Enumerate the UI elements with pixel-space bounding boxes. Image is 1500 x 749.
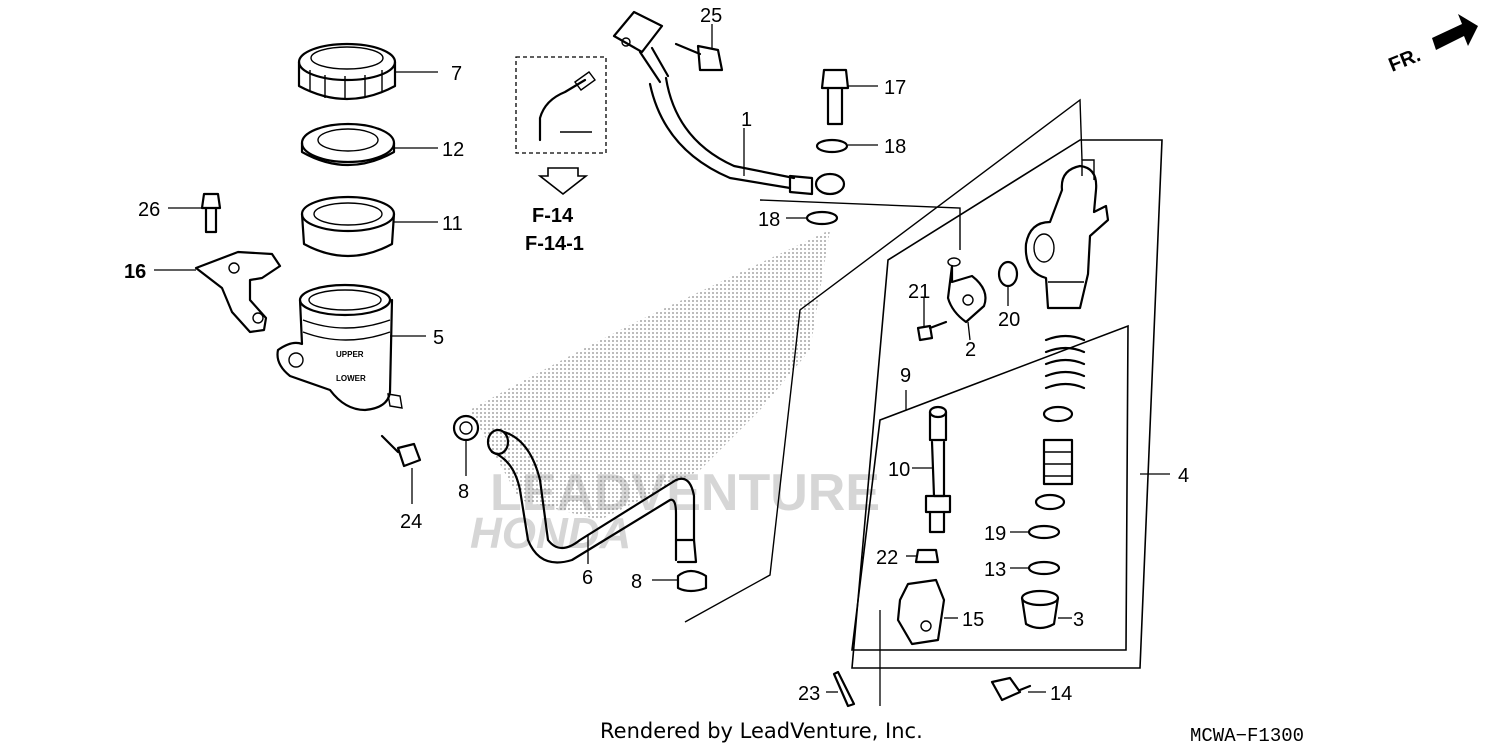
- brake-hose: [612, 10, 846, 196]
- callout-20: 20: [998, 309, 1020, 331]
- callout-8b: 8: [631, 571, 642, 593]
- cotter-pin-23: [832, 670, 856, 708]
- nut-22: [914, 548, 940, 564]
- master-cylinder-body: [1024, 159, 1110, 310]
- reference-arrow: [537, 167, 589, 196]
- callout-22: 22: [876, 547, 898, 569]
- breather-hose: [486, 428, 698, 564]
- o-ring-20: [997, 260, 1019, 288]
- boot-3: [1020, 589, 1060, 630]
- washer-18b: [805, 210, 839, 226]
- piston: [1042, 438, 1074, 486]
- shading-boundary: [684, 98, 1083, 623]
- callout-23: 23: [798, 683, 820, 705]
- callout-24: 24: [400, 511, 422, 533]
- reference-line2: F-14-1: [525, 233, 584, 255]
- front-label: FR.: [1386, 44, 1424, 76]
- callout-16: 16: [124, 261, 146, 283]
- reservoir-lower-marking: LOWER: [336, 374, 366, 383]
- callout-21: 21: [908, 281, 930, 303]
- bolt-26: [200, 192, 222, 234]
- callout-2: 2: [965, 339, 976, 361]
- joint-pin-14: [990, 676, 1032, 702]
- callout-25: 25: [700, 5, 722, 27]
- callout-10: 10: [888, 459, 910, 481]
- assembly-frame-4: [851, 139, 1163, 669]
- callout-26: 26: [138, 199, 160, 221]
- bracket: [194, 250, 282, 334]
- bolt-24: [380, 434, 422, 468]
- callout-18b: 18: [758, 209, 780, 231]
- piston-spring: [1044, 334, 1086, 390]
- footer-credit: Rendered by LeadVenture, Inc.: [600, 719, 923, 743]
- callout-5: 5: [433, 327, 444, 349]
- leader-lines: [154, 24, 1170, 706]
- callout-1: 1: [741, 109, 752, 131]
- callout-7: 7: [451, 63, 462, 85]
- diaphragm-plate: [300, 122, 396, 166]
- bolt-17: [820, 68, 850, 126]
- callout-14: 14: [1050, 683, 1072, 705]
- diaphragm: [300, 195, 396, 258]
- callout-13: 13: [984, 559, 1006, 581]
- callout-9: 9: [900, 365, 911, 387]
- diagram-code: MCWA−F1300: [1190, 725, 1304, 747]
- callout-15: 15: [962, 609, 984, 631]
- spring-seat: [1042, 405, 1074, 423]
- reservoir: UPPER LOWER: [276, 283, 403, 412]
- assembly-frame-9: [851, 324, 1129, 651]
- callout-4: 4: [1178, 465, 1189, 487]
- front-arrow: FR.: [1386, 14, 1478, 77]
- callout-12: 12: [442, 139, 464, 161]
- reference-box: F-14 F-14-1: [515, 56, 607, 255]
- piston-cup: [1034, 493, 1066, 511]
- reference-line1: F-14: [532, 205, 574, 227]
- callout-11: 11: [442, 213, 463, 235]
- callout-18a: 18: [884, 136, 906, 158]
- circlip-13: [1027, 560, 1061, 576]
- screw-21: [916, 320, 948, 342]
- reservoir-upper-marking: UPPER: [336, 350, 364, 359]
- clip-8a: [452, 414, 480, 442]
- callout-numbers: 1 2 3 4 5 6 7 8 8 9 10 11 12 13 14 15 16…: [124, 5, 1189, 705]
- bolt-25: [674, 42, 724, 72]
- callout-3: 3: [1073, 609, 1084, 631]
- reservoir-cap: [297, 42, 397, 100]
- push-rod: [924, 405, 952, 534]
- callout-17: 17: [884, 77, 906, 99]
- clip-8b: [676, 569, 708, 593]
- callout-6: 6: [582, 567, 593, 589]
- shaded-region: [470, 230, 830, 520]
- callout-19: 19: [984, 523, 1006, 545]
- washer-18a: [815, 138, 849, 154]
- hose-joint: [946, 257, 987, 324]
- callout-8a: 8: [458, 481, 469, 503]
- clevis-15: [896, 578, 946, 646]
- washer-19: [1027, 524, 1061, 540]
